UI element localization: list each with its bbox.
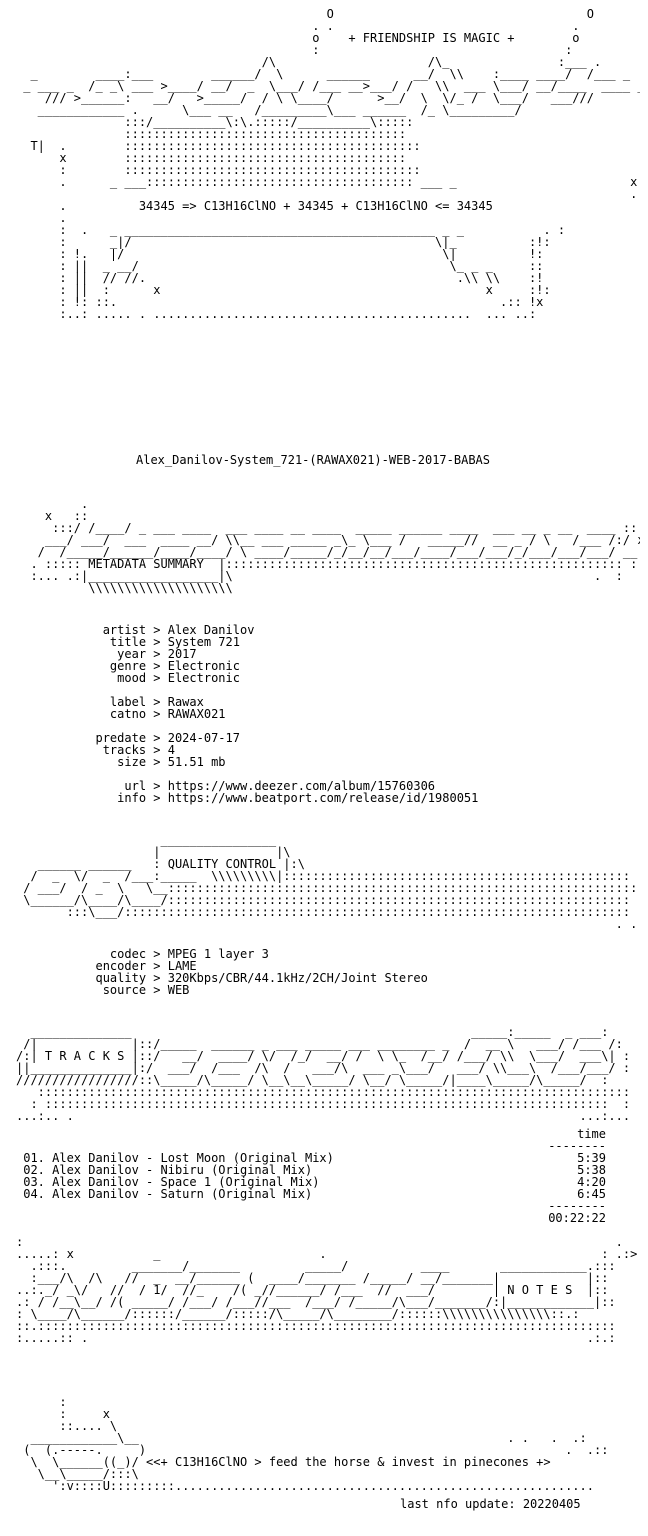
- field-quality: quality > 320Kbps/CBR/44.1kHz/2CH/Joint …: [16, 971, 428, 985]
- metadata-banner-art: . : x :: . :::/ /____/ _ ___ ____ __: [30, 497, 640, 595]
- nfo-document: O O . . . o + FRIENDSHIP IS MAGIC + o: [16, 8, 640, 1528]
- header-ascii-art: O O . . . o + FRIENDSHIP IS MAGIC + o: [23, 8, 640, 321]
- track-time: 5:38: [577, 1163, 606, 1177]
- quality-banner-art: ________________ | |\ ______ ______ : QU…: [23, 833, 640, 931]
- field-artist: artist > Alex Danilov: [16, 623, 255, 637]
- track-time: 5:39: [577, 1151, 606, 1165]
- track-row: 01. Alex Danilov - Lost Moon (Original M…: [16, 1151, 606, 1165]
- field-year: year > 2017: [16, 647, 197, 661]
- track-row: 03. Alex Danilov - Space 1 (Original Mix…: [16, 1175, 606, 1189]
- track-row: 02. Alex Danilov - Nibiru (Original Mix)…: [16, 1163, 606, 1177]
- field-tracks: tracks > 4: [16, 743, 175, 757]
- field-source: source > WEB: [16, 983, 190, 997]
- track-time: 4:20: [577, 1175, 606, 1189]
- field-url: url > https://www.deezer.com/album/15760…: [16, 779, 436, 793]
- tracks-rule-bottom: --------: [548, 1199, 606, 1213]
- metadata-section: artist > Alex Danilov title > System 721…: [16, 624, 478, 804]
- quality-section: codec > MPEG 1 layer 3 encoder > LAME qu…: [16, 947, 428, 997]
- field-info: info > https://www.beatport.com/release/…: [16, 791, 479, 805]
- last-nfo-update: last nfo update: 20220405: [400, 1497, 581, 1511]
- tracklist: time -------- 01. Alex Danilov - Lost Mo…: [16, 1128, 606, 1224]
- notes-banner-art: : . .....: x _ . : .:> .:::. _______/___…: [16, 1235, 638, 1345]
- field-title: title > System 721: [16, 635, 240, 649]
- field-mood: mood > Electronic: [16, 671, 240, 685]
- total-time: 00:22:22: [548, 1211, 606, 1225]
- field-label: label > Rawax: [16, 695, 204, 709]
- release-name: Alex_Danilov-System_721-(RAWAX021)-WEB-2…: [136, 453, 491, 467]
- field-size: size > 51.51 mb: [16, 755, 226, 769]
- tracks-banner-art: ______________ _____:_____ _ ___: /| |::…: [16, 1025, 631, 1123]
- tracks-rule-top: --------: [548, 1139, 606, 1153]
- field-catno: catno > RAWAX021: [16, 707, 226, 721]
- field-genre: genre > Electronic: [16, 659, 240, 673]
- footer-ascii-art: : : x ::.... \ ____________\__ . . . .: …: [23, 1395, 609, 1493]
- field-predate: predate > 2024-07-17: [16, 731, 240, 745]
- tracks-time-header: time: [577, 1127, 606, 1141]
- field-codec: codec > MPEG 1 layer 3: [16, 947, 269, 961]
- field-encoder: encoder > LAME: [16, 959, 197, 973]
- track-row: 04. Alex Danilov - Saturn (Original Mix)…: [16, 1187, 606, 1201]
- track-rows: 01. Alex Danilov - Lost Moon (Original M…: [16, 1152, 606, 1200]
- track-time: 6:45: [577, 1187, 606, 1201]
